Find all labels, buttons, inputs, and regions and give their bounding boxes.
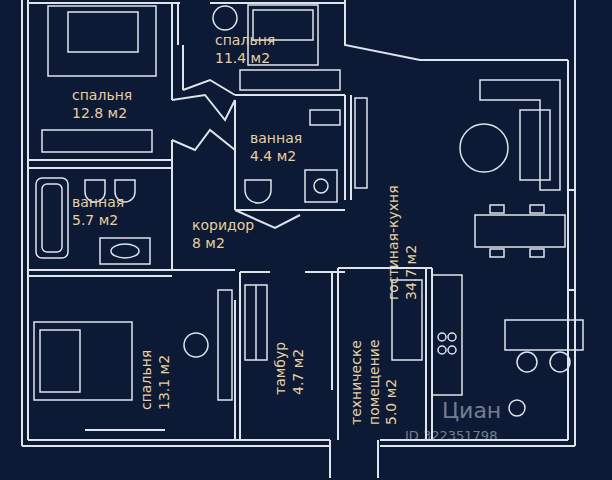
room: спальня11.4 м2	[183, 5, 343, 93]
room-name: коридор	[192, 217, 302, 235]
room-area: 34.7 м2	[403, 120, 421, 300]
room-name: спальня	[72, 87, 172, 105]
room-name: техническе помещение	[348, 315, 383, 425]
watermark: Циан	[442, 398, 501, 423]
room-area: 5.7 м2	[72, 212, 162, 230]
room: техническе помещение5.0 м2	[340, 270, 424, 438]
room-area: 13.1 м2	[156, 300, 174, 410]
room-area: 4.4 м2	[250, 148, 330, 166]
room-label: ванная5.7 м2	[72, 194, 162, 229]
watermark: ID 322351798	[405, 428, 497, 443]
room-label: коридор8 м2	[192, 217, 302, 252]
room-area: 12.8 м2	[72, 105, 172, 123]
room-label: гостиная-кухня34.7 м2	[385, 120, 420, 300]
room-label: ванная4.4 м2	[250, 130, 330, 165]
room-area: 4.7 м2	[290, 295, 308, 395]
room-name: гостиная-кухня	[385, 120, 403, 300]
room: ванная4.4 м2	[238, 100, 343, 208]
room: тамбур4.7 м2	[242, 274, 330, 438]
room-label: спальня11.4 м2	[215, 32, 315, 67]
room-name: ванная	[72, 194, 162, 212]
room: коридор8 м2	[172, 165, 342, 265]
room: ванная5.7 м2	[30, 172, 170, 267]
room: спальня12.8 м2	[30, 5, 170, 158]
room-area: 5.0 м2	[383, 315, 401, 425]
room-area: 8 м2	[192, 235, 302, 253]
room-name: спальня	[138, 300, 156, 410]
room-name: тамбур	[272, 295, 290, 395]
room-label: тамбур4.7 м2	[272, 295, 307, 395]
room-name: спальня	[215, 32, 315, 50]
room-name: ванная	[250, 130, 330, 148]
room-label: техническе помещение5.0 м2	[348, 315, 401, 425]
room: спальня13.1 м2	[30, 278, 233, 438]
room-label: спальня13.1 м2	[138, 300, 173, 410]
room-area: 11.4 м2	[215, 50, 315, 68]
room-label: спальня12.8 м2	[72, 87, 172, 122]
